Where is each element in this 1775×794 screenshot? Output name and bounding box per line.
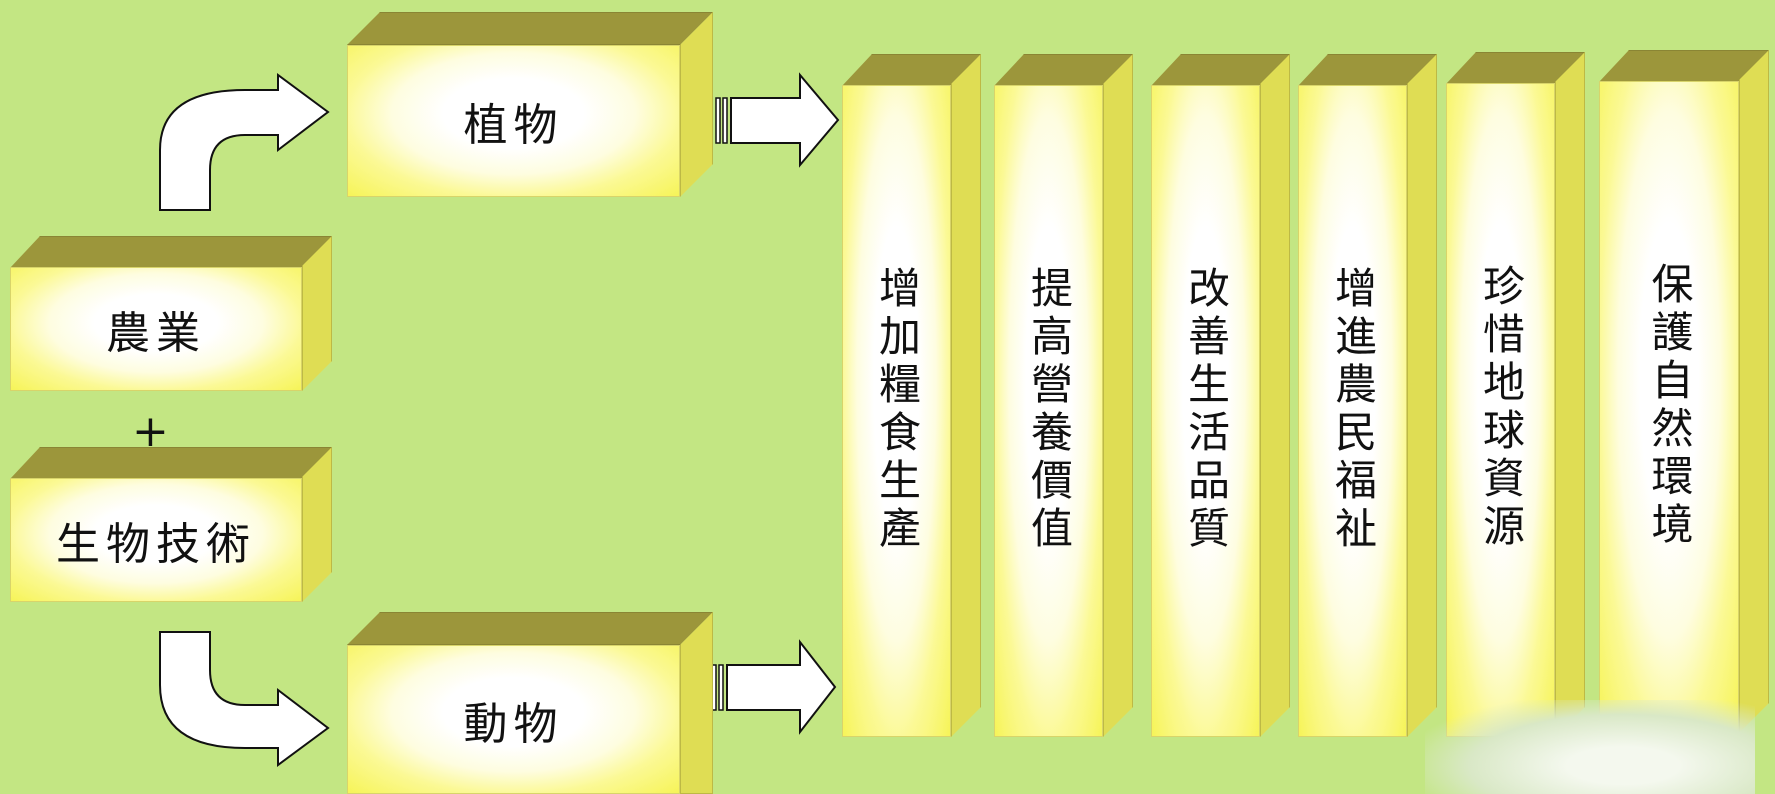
column-2: 提高營養價值 xyxy=(994,54,1133,737)
column-5: 珍惜地球資源 xyxy=(1446,52,1585,737)
agriculture-label: 農業 xyxy=(106,308,206,359)
column-1: 增加糧食生產 xyxy=(842,54,981,737)
column-6: 保護自然環境 xyxy=(1599,50,1769,733)
column-4-label: 增進農民福祉 xyxy=(1328,266,1378,554)
biotech-box: 生物技術 xyxy=(10,447,332,602)
striped-arrow-bottom-icon xyxy=(711,639,837,735)
column-4: 增進農民福祉 xyxy=(1298,54,1437,737)
column-3: 改善生活品質 xyxy=(1151,54,1290,737)
agriculture-box: 農業 xyxy=(10,236,332,391)
column-1-label: 增加糧食生產 xyxy=(872,266,922,554)
column-5-label: 珍惜地球資源 xyxy=(1476,264,1526,552)
column-3-label: 改善生活品質 xyxy=(1181,266,1231,554)
animals-label: 動物 xyxy=(463,698,564,750)
curved-arrow-down-icon xyxy=(159,631,330,767)
animals-box: 動物 xyxy=(347,612,713,794)
biotech-label: 生物技術 xyxy=(56,519,256,570)
striped-arrow-top-icon xyxy=(715,72,840,168)
background-decoration xyxy=(1425,700,1755,794)
plants-label: 植物 xyxy=(463,100,564,151)
plus-sign: + xyxy=(132,406,169,457)
column-2-label: 提高營養價值 xyxy=(1024,266,1074,554)
plants-box: 植物 xyxy=(347,12,713,197)
column-6-label: 保護自然環境 xyxy=(1645,262,1694,550)
curved-arrow-up-icon xyxy=(159,73,330,211)
